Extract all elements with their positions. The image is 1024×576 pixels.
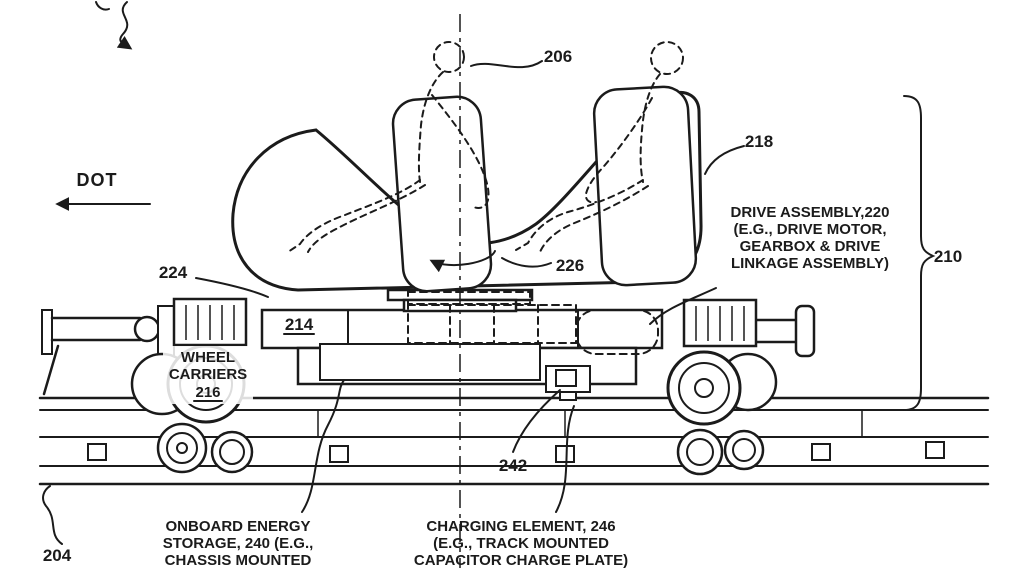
passenger-right-head [650, 41, 684, 75]
track-tie [811, 443, 831, 461]
passenger-right-arm [584, 97, 653, 204]
wheel-rim [219, 439, 245, 465]
passenger-left-leg [287, 179, 421, 253]
seat-right [592, 85, 698, 287]
under-wheel [723, 429, 765, 471]
track-tie [329, 445, 349, 463]
charging-element-label-line1: CHARGING ELEMENT, 246 [426, 518, 615, 535]
passenger-right-torso [639, 73, 661, 183]
rotation-arrow [429, 250, 496, 273]
wheel-carriers-label-line2: CARRIERS [169, 366, 247, 383]
seats [391, 85, 698, 293]
drive-assembly-label-line4: LINKAGE ASSEMBLY) [731, 255, 889, 272]
coupler-end-plate [794, 304, 816, 358]
leader-246 [555, 405, 575, 513]
chassis [260, 308, 664, 401]
wheel-carriers-label-backing [163, 346, 253, 404]
coupler-strut [42, 344, 60, 396]
onboard-storage-label-line1: ONBOARD ENERGY [165, 518, 310, 535]
drive-assembly-hidden [407, 291, 659, 355]
ref-242: 242 [499, 456, 527, 475]
passenger-left-arm [431, 94, 490, 209]
charging-element-plate [555, 369, 577, 387]
direction-label: DOT [77, 170, 118, 190]
passenger-right-leg [515, 179, 644, 251]
labels: DOT 206 218 210 224 226 214 242 204 WHEE… [43, 47, 962, 569]
coupler-joint [133, 315, 161, 343]
under-wheel [676, 428, 724, 476]
ref-210: 210 [934, 247, 962, 266]
ref-214: 214 [285, 315, 314, 334]
annotations [42, 1, 936, 545]
wheel-rim [732, 438, 756, 462]
ref-216: 216 [195, 384, 220, 401]
ref-224: 224 [159, 263, 188, 282]
leader-220 [649, 287, 717, 325]
leader-224 [195, 277, 269, 298]
charging-element-label-line2: (E.G., TRACK MOUNTED [433, 535, 609, 552]
leader-226 [501, 257, 552, 268]
onboard-storage-label-line3: CHASSIS MOUNTED [165, 552, 312, 569]
right-wheel-carrier [666, 298, 778, 476]
ref-218: 218 [745, 132, 773, 151]
wheel-hub [176, 442, 188, 454]
leader-206 [470, 60, 543, 69]
figure-pointer-arrow [116, 1, 133, 50]
ref-206: 206 [544, 47, 572, 66]
brace-210 [903, 95, 936, 411]
coupler-end-plate [41, 309, 53, 355]
drive-assembly-label-line3: GEARBOX & DRIVE [740, 238, 881, 255]
charging-element-label-line3: CAPACITOR CHARGE PLATE) [414, 552, 628, 569]
track-tie [925, 441, 945, 459]
right-coupler [752, 304, 816, 358]
wheel-rim [678, 362, 730, 414]
stray-mark [95, 1, 110, 11]
ref-226: 226 [556, 256, 584, 275]
onboard-storage-label-line2: STORAGE, 240 (E.G., [163, 535, 314, 552]
leader-204 [42, 485, 63, 545]
onboard-energy-storage-box [319, 343, 541, 381]
wheel-hub [694, 378, 714, 398]
chassis-upper-frame [260, 308, 664, 350]
passenger-left-leg [307, 184, 426, 253]
ref-204: 204 [43, 546, 72, 565]
passenger-left-head [433, 41, 465, 73]
seat-left [391, 95, 493, 293]
hidden-turntable-line [407, 291, 531, 305]
passengers [287, 41, 684, 253]
leader-242 [512, 389, 561, 453]
leader-240 [301, 379, 345, 513]
track-tie [87, 443, 107, 461]
passenger-left-torso [417, 71, 444, 183]
charging-element-foot [559, 391, 577, 401]
track-tie [555, 445, 575, 463]
wheel-rim [166, 432, 198, 464]
leader-218 [704, 145, 745, 175]
passenger-right-leg [539, 185, 649, 253]
drive-assembly-label-line2: (E.G., DRIVE MOTOR, [733, 221, 886, 238]
under-wheel [210, 430, 254, 474]
drive-assembly-label-line1: DRIVE ASSEMBLY,220 [731, 204, 890, 221]
wheel-rim [686, 438, 714, 466]
wheel-carriers-label-line1: WHEEL [181, 349, 235, 366]
under-wheel [156, 422, 208, 474]
drive-motor-outline [575, 309, 659, 355]
left-coupler [41, 305, 175, 396]
